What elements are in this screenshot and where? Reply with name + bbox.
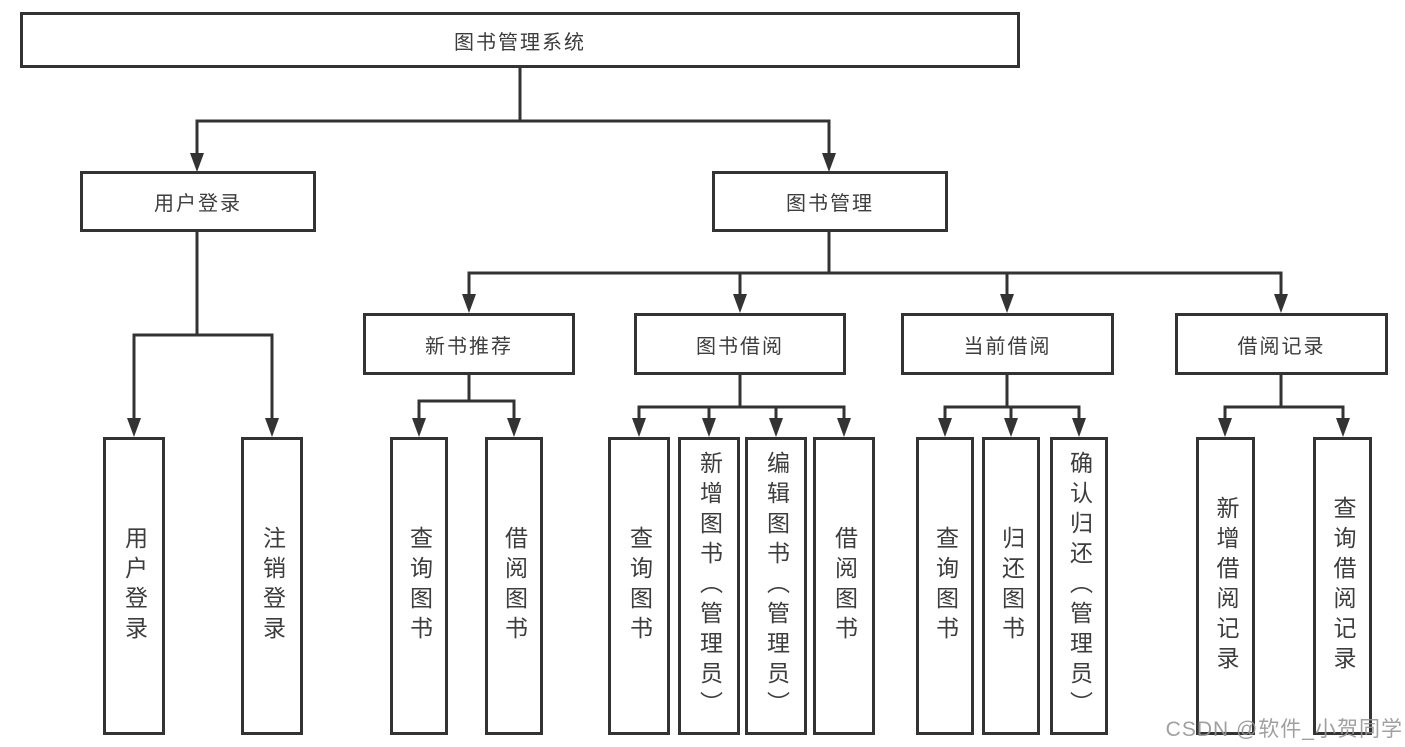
- leaf-logout: 注销登录: [241, 437, 303, 735]
- node-borrowing-records: 借阅记录: [1175, 313, 1388, 375]
- leaf-borrowing-query-books: 查询图书: [608, 437, 670, 735]
- leaf-newbook-borrow-books: 借阅图书: [485, 437, 543, 735]
- arrowheads: [127, 153, 1350, 437]
- leaf-borrowing-add-books-admin: 新增图书（管理员）: [678, 437, 740, 735]
- leaf-records-add-borrow-record: 新增借阅记录: [1196, 437, 1255, 735]
- csdn-watermark: CSDN @软件_小贺同学: [1165, 718, 1403, 741]
- leaf-current-return-books: 归还图书: [982, 437, 1040, 735]
- node-root-library-management-system: 图书管理系统: [20, 12, 1020, 68]
- leaf-records-query-borrow-record: 查询借阅记录: [1313, 437, 1372, 735]
- leaf-borrowing-edit-books-admin: 编辑图书（管理员）: [745, 437, 807, 735]
- leaf-user-login: 用户登录: [103, 437, 165, 735]
- leaf-newbook-query-books: 查询图书: [390, 437, 448, 735]
- node-book-management: 图书管理: [712, 171, 948, 232]
- leaf-current-query-books: 查询图书: [916, 437, 974, 735]
- leaf-current-confirm-return-admin: 确认归还（管理员）: [1050, 437, 1108, 735]
- leaf-borrowing-borrow-books: 借阅图书: [813, 437, 875, 735]
- node-book-borrowing: 图书借阅: [634, 313, 846, 375]
- node-new-book-recommendation: 新书推荐: [363, 313, 575, 375]
- node-user-login: 用户登录: [80, 171, 316, 232]
- node-current-borrowing: 当前借阅: [901, 313, 1114, 375]
